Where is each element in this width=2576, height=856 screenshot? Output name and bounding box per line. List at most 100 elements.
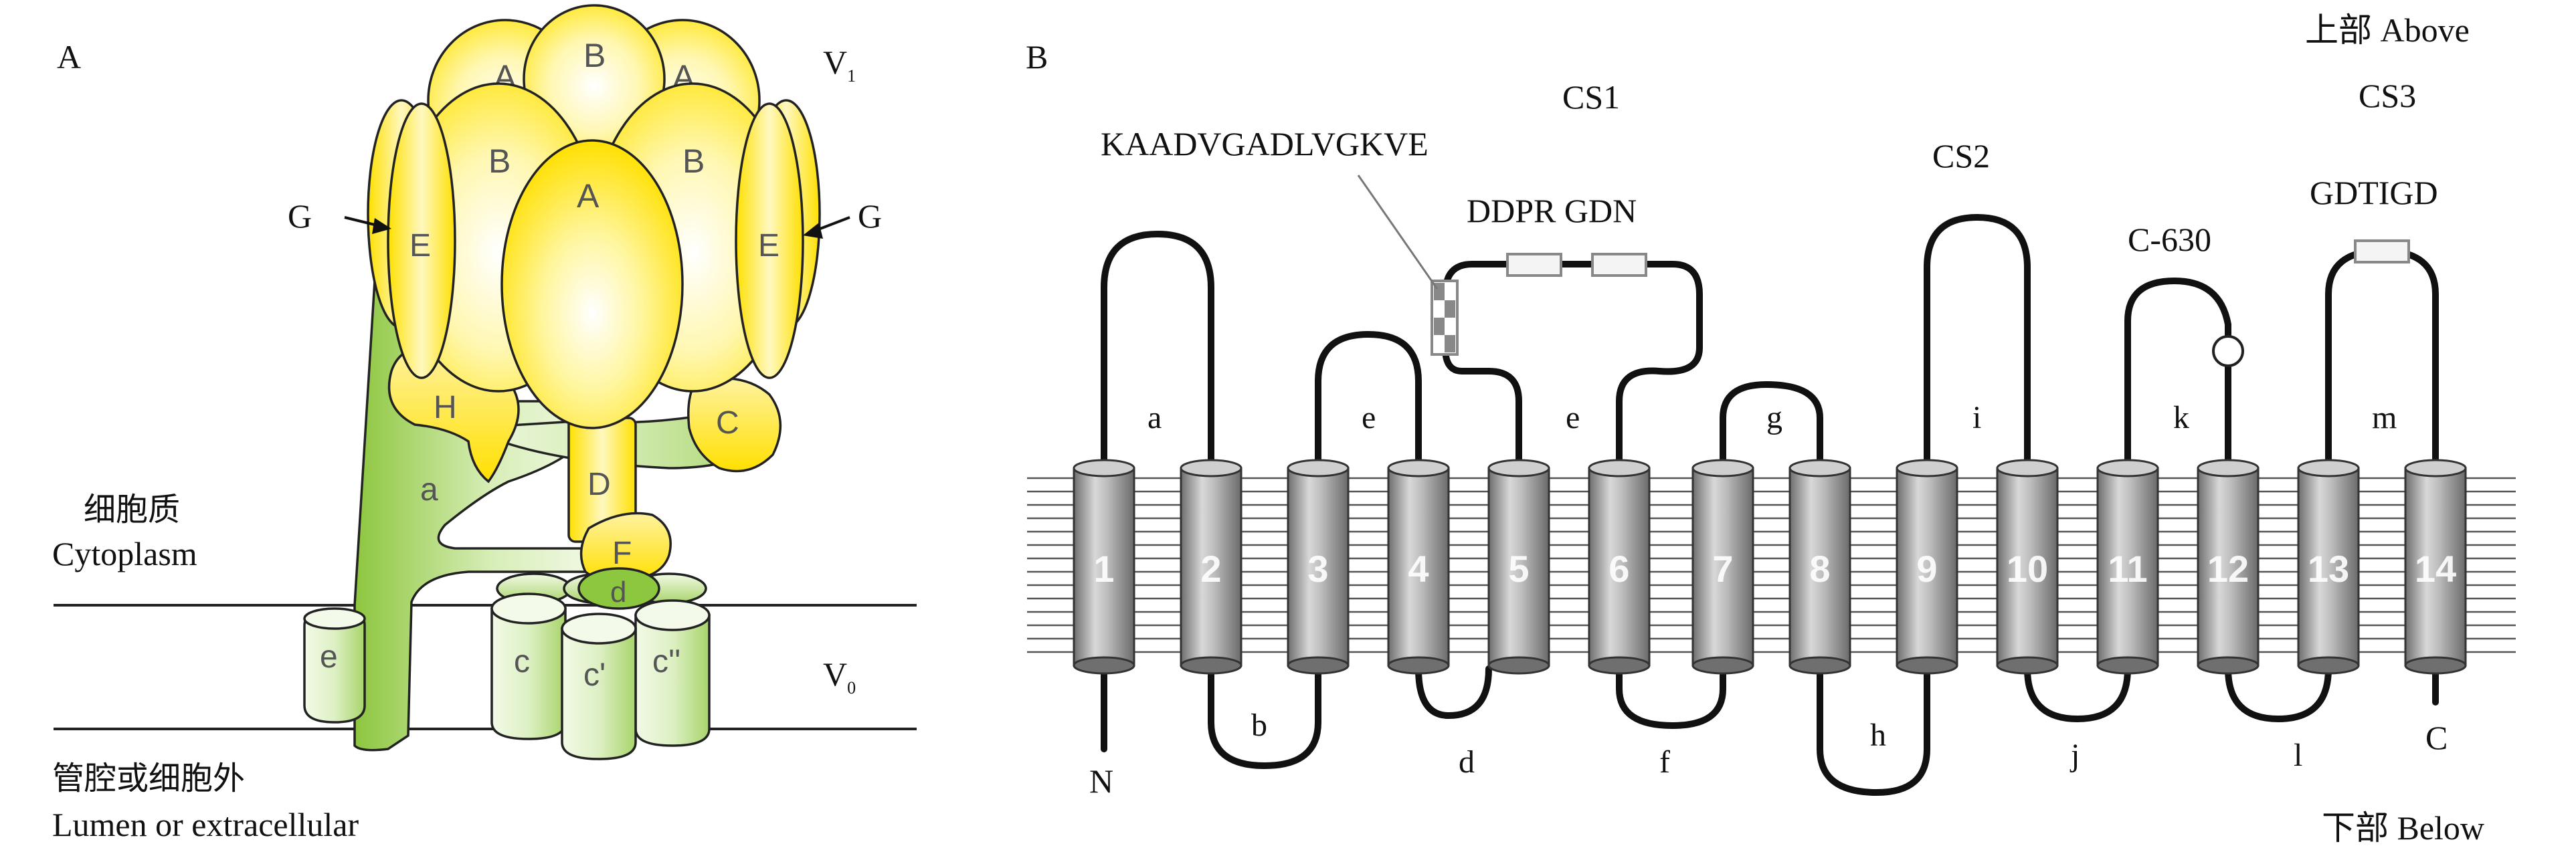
below-label: 下部 Below: [2322, 809, 2484, 847]
tm-helix-bottom-cap: [1896, 656, 1958, 675]
subunit-cprime-top: [561, 613, 637, 645]
g-left-arrow-head: [372, 218, 391, 234]
loop-label-a: a: [1147, 400, 1162, 435]
tm-helix-top-cap: [2197, 459, 2260, 477]
cs1-label: CS1: [1562, 78, 1620, 116]
tm-helix-4: 4: [1387, 459, 1450, 675]
subunit-e-right: [735, 102, 804, 379]
tm-helix-body: [1487, 467, 1550, 667]
motif-box-gdtigd: [2354, 239, 2410, 263]
tm-helix-top-cap: [1896, 459, 1958, 477]
tm-helix-number: 13: [2308, 548, 2349, 590]
loop-label-i: i: [1972, 400, 1981, 435]
tm-helix-top-cap: [1788, 459, 1851, 477]
tm-helix-number: 3: [1307, 548, 1328, 590]
tm-helix-bottom-cap: [2404, 656, 2467, 675]
cytoplasm-en: Cytoplasm: [52, 535, 197, 572]
g-right-arrow-line: [814, 216, 850, 232]
loop-h: [1817, 665, 1930, 796]
membrane-lipid-lines: [1027, 477, 2516, 653]
subunit-cdprime-label: c'': [652, 644, 680, 679]
tm-helix-1: 1: [1073, 459, 1135, 675]
loop-l: [2225, 665, 2332, 722]
subunit-e-left-label: E: [409, 228, 431, 263]
tm-helix-body: [2404, 467, 2467, 667]
tm-helix-10: 10: [1996, 459, 2059, 675]
seq-gdtigd-label: GDTIGD: [2310, 174, 2438, 211]
subunit-f-label: F: [612, 536, 632, 571]
motif-box-kaadv-check-3: [1434, 318, 1445, 335]
subunit-b-left-label: B: [488, 142, 511, 180]
tm-helix-top-cap: [2297, 459, 2360, 477]
lumen-en: Lumen or extracellular: [52, 806, 359, 843]
subunit-a-center: [500, 139, 684, 429]
tm-helix-bottom-cap: [2096, 656, 2159, 675]
loop-b: [1208, 665, 1321, 769]
tm-helix-number: 10: [2007, 548, 2048, 590]
subunit-a-center-label: A: [577, 177, 600, 215]
panel-a-label: A: [57, 38, 81, 76]
loop-label-h: h: [1870, 718, 1886, 753]
kaadv-leader-line: [1357, 175, 1439, 290]
loop-label-l: l: [2294, 738, 2302, 773]
tm-helix-top-cap: [1073, 459, 1135, 477]
loop-label-d: d: [1459, 744, 1475, 780]
subunit-c-top: [490, 593, 567, 625]
loop-label-k: k: [2173, 400, 2189, 435]
tm-helix-top-cap: [1487, 459, 1550, 477]
tm-helix-9: 9: [1896, 459, 1958, 675]
tm-helix-number: 2: [1200, 548, 1221, 590]
tm-helix-number: 8: [1809, 548, 1830, 590]
loop-e-2-cs1: [1442, 261, 1703, 471]
tm-helix-number: 9: [1916, 548, 1937, 590]
c630-marker: [2212, 335, 2244, 367]
subunit-e-right-label: E: [758, 228, 779, 263]
tm-helix-bottom-cap: [1487, 656, 1550, 675]
tm-helix-2: 2: [1180, 459, 1243, 675]
tm-helix-bottom-cap: [2197, 656, 2260, 675]
tm-helix-number: 14: [2415, 548, 2456, 590]
lumen-cn: 管腔或细胞外: [52, 761, 245, 796]
c630-label: C-630: [2128, 221, 2211, 258]
loop-f: [1616, 665, 1726, 729]
loop-label-m: m: [2372, 400, 2397, 435]
subunit-h-label: H: [434, 390, 457, 425]
subunit-cprime-cylinder: [561, 627, 637, 760]
tm-helix-7: 7: [1691, 459, 1754, 675]
subunit-c-label: c: [514, 644, 530, 679]
tm-helix-number: 4: [1408, 548, 1429, 590]
tm-helix-top-cap: [1387, 459, 1450, 477]
subunit-e-small-label: e: [320, 639, 338, 675]
tm-helix-bottom-cap: [1788, 656, 1851, 675]
loop-label-g: g: [1766, 400, 1782, 435]
cytoplasm-cn: 细胞质: [84, 492, 180, 528]
tm-helix-number: 5: [1508, 548, 1529, 590]
tm-helix-top-cap: [1691, 459, 1754, 477]
loop-j: [2024, 665, 2131, 722]
loop-a: [1101, 231, 1214, 471]
panel-a: A a H C D F d c c'': [52, 4, 917, 843]
loop-g: [1720, 381, 1823, 471]
tm-helix-number: 6: [1608, 548, 1629, 590]
loop-m: [2325, 247, 2439, 471]
tm-helix-body: [2197, 467, 2260, 667]
subunit-c-upper: [687, 377, 782, 473]
tm-helix-body: [1996, 467, 2059, 667]
subunit-c-upper-label: C: [716, 405, 739, 441]
tm-helix-bottom-cap: [1996, 656, 2059, 675]
n-terminus-label: N: [1089, 762, 1113, 800]
subunit-a-label: a: [420, 472, 438, 508]
loop-d: [1415, 665, 1492, 719]
loop-label-e1: e: [1362, 400, 1376, 435]
cs2-label: CS2: [1932, 137, 1990, 175]
tm-helix-top-cap: [2096, 459, 2159, 477]
tm-helix-top-cap: [1180, 459, 1243, 477]
tm-helix-body: [1691, 467, 1754, 667]
loop-label-f: f: [1659, 744, 1670, 780]
subunit-b-back-label: B: [583, 37, 606, 74]
subunit-e-small-top: [303, 607, 366, 630]
loop-label-j: j: [2069, 738, 2080, 773]
